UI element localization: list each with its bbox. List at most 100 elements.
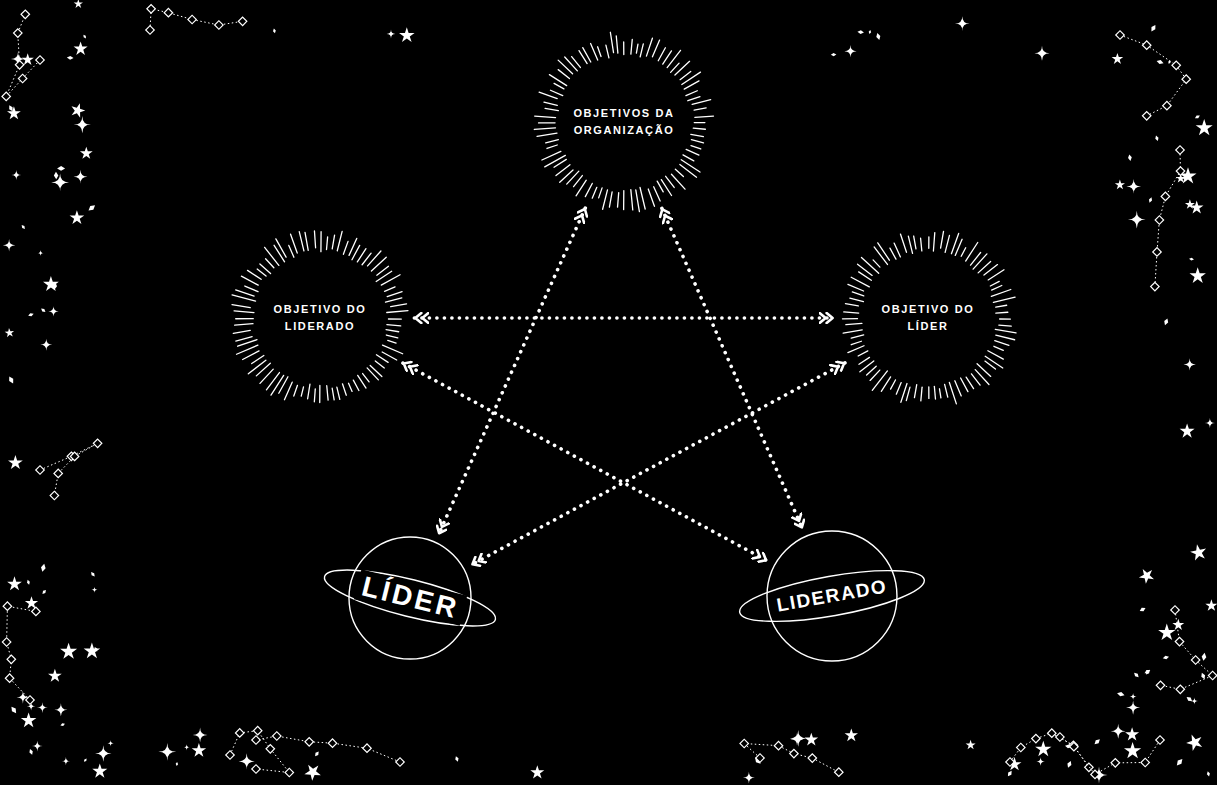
- star-decoration: [184, 744, 190, 750]
- star-decoration: [1205, 418, 1215, 428]
- sun-ray: [852, 292, 863, 296]
- sun-ray: [695, 116, 714, 117]
- sun-ray: [877, 242, 889, 259]
- sun-ray: [332, 235, 334, 249]
- star-decoration: [1034, 46, 1049, 61]
- sun-ray: [370, 365, 382, 376]
- sun-ray: [387, 291, 402, 296]
- goal-label: OBJETIVO DO LÍDER: [872, 301, 984, 334]
- sun-ray: [686, 149, 699, 155]
- sun-ray: [353, 380, 359, 390]
- sun-ray: [955, 239, 962, 255]
- star-decoration: [87, 203, 97, 212]
- star-decoration: [54, 172, 59, 180]
- sun-ray: [908, 236, 912, 253]
- star-decoration: [1115, 180, 1125, 190]
- sun-ray: [694, 108, 706, 110]
- dotted-connector: [662, 208, 802, 528]
- sun-ray: [961, 247, 965, 256]
- sun-ray: [357, 248, 366, 261]
- sun-ray: [861, 257, 878, 273]
- sun-ray: [274, 245, 284, 262]
- star-decoration: [48, 306, 58, 316]
- planet-node: LÍDER: [348, 536, 472, 660]
- constellation: [36, 439, 102, 500]
- star-decoration: [70, 210, 85, 224]
- sun-ray: [851, 341, 861, 344]
- star-decoration: [8, 104, 15, 112]
- sun-ray: [653, 186, 659, 200]
- star-decoration: [21, 224, 27, 230]
- sun-ray: [995, 335, 1014, 340]
- star-decoration: [301, 760, 323, 782]
- sun-ray: [988, 269, 1004, 279]
- star-decoration: [1200, 672, 1206, 680]
- constellation-star: [15, 61, 23, 69]
- constellation-star: [1151, 282, 1159, 290]
- sun-ray: [235, 318, 253, 319]
- sun-ray: [845, 323, 861, 324]
- star-decoration: [51, 173, 69, 191]
- constellation-star: [164, 8, 172, 16]
- star-decoration: [805, 733, 819, 746]
- sun-ray: [573, 175, 582, 186]
- star-decoration: [40, 307, 46, 313]
- sun-ray: [630, 39, 631, 54]
- sun-ray: [940, 231, 943, 248]
- constellation-star: [147, 5, 155, 13]
- star-decoration: [845, 728, 858, 741]
- sun-ray: [387, 324, 401, 325]
- star-decoration: [40, 563, 46, 572]
- sun-ray: [920, 238, 921, 251]
- sun-ray: [617, 192, 618, 206]
- constellation-star: [740, 739, 748, 747]
- sun-ray: [657, 181, 663, 192]
- sun-ray: [873, 260, 880, 267]
- sun-ray: [235, 336, 251, 340]
- star-decoration: [67, 56, 74, 60]
- star-decoration: [1205, 599, 1217, 611]
- constellation-star: [1191, 656, 1199, 664]
- constellation-star: [1048, 729, 1056, 737]
- star-decoration: [790, 730, 807, 747]
- constellation-star: [18, 74, 26, 82]
- sun-ray: [610, 32, 613, 52]
- sun-ray: [598, 187, 601, 197]
- sun-ray: [920, 387, 921, 401]
- constellation-star: [1171, 606, 1179, 614]
- sun-ray: [556, 164, 570, 175]
- constellation-star: [1017, 743, 1025, 751]
- constellation-star: [1070, 742, 1078, 750]
- sun-ray: [988, 350, 1003, 358]
- planet-body: [349, 537, 471, 659]
- sun-ray: [913, 236, 915, 249]
- sun-ray: [991, 289, 1010, 296]
- sun-ray: [342, 383, 346, 394]
- star-decoration: [10, 705, 18, 714]
- sun-ray: [320, 231, 321, 251]
- sun-ray: [232, 304, 250, 307]
- constellation-line: [1060, 737, 1160, 774]
- sun-ray: [623, 42, 624, 55]
- star-decoration: [955, 16, 970, 31]
- sun-ray: [847, 345, 863, 352]
- sun-ray: [900, 234, 906, 252]
- sun-ray: [343, 241, 348, 254]
- sun-ray: [242, 350, 258, 359]
- node-outline: [229, 227, 412, 410]
- star-decoration: [1111, 724, 1126, 739]
- constellation-star: [266, 745, 274, 753]
- star-decoration: [1117, 691, 1125, 697]
- sun-ray: [265, 258, 273, 267]
- sun-ray: [894, 243, 900, 257]
- constellation-star: [188, 15, 196, 23]
- sun-ray: [307, 384, 309, 399]
- sun-ray: [233, 330, 250, 333]
- constellation-star: [3, 602, 11, 610]
- sun-ray: [636, 44, 638, 53]
- goal-label: OBJETIVO DO LIDERADO: [264, 301, 376, 334]
- sun-ray: [357, 375, 365, 388]
- node-outline: [837, 227, 1020, 410]
- sun-ray: [236, 345, 257, 354]
- sun-ray: [534, 116, 555, 117]
